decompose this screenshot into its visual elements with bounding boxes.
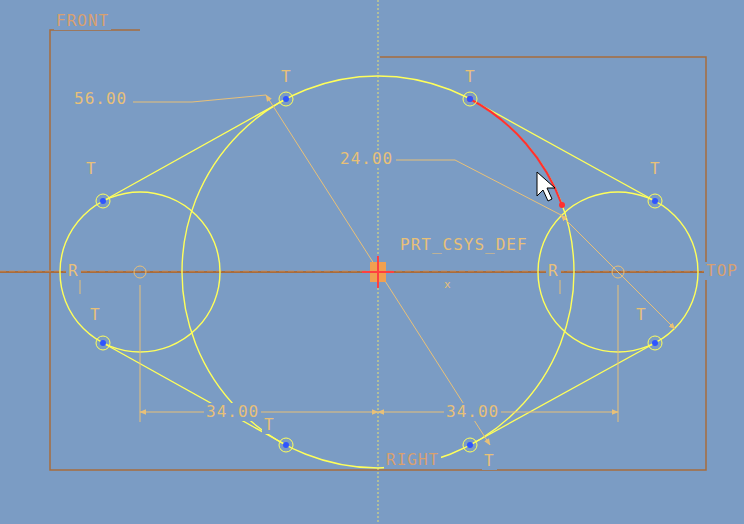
leader-line xyxy=(192,95,266,102)
constraint-tag: R xyxy=(66,262,81,280)
constraint-tag: T xyxy=(463,68,478,86)
dimension-line xyxy=(266,95,490,445)
datum-name: RIGHT xyxy=(384,451,441,469)
constraint-tag: T xyxy=(88,306,103,324)
csys-axis xyxy=(377,256,379,288)
vertex-ring xyxy=(463,438,477,452)
axis-tag: x xyxy=(442,278,454,291)
leader-line xyxy=(455,160,561,215)
tangent-line xyxy=(103,99,286,201)
vertex-dot xyxy=(652,198,658,204)
tangent-line xyxy=(103,343,286,445)
mouse-cursor xyxy=(537,172,555,201)
constraint-tag: T xyxy=(279,68,294,86)
constraint-tag: T xyxy=(482,452,497,470)
constraint-mark xyxy=(80,280,81,294)
csys-symbol xyxy=(362,256,394,288)
right-datum-line xyxy=(378,0,379,524)
vertex-dot xyxy=(467,96,473,102)
leader-line xyxy=(133,102,192,103)
constraint-tag: T xyxy=(634,306,649,324)
dimension-value: 34.00 xyxy=(204,403,261,421)
vertex-ring xyxy=(279,92,293,106)
arc-end xyxy=(559,202,565,208)
dimension-value: 34.00 xyxy=(444,403,501,421)
vertex-ring xyxy=(648,336,662,350)
constraint-tag: T xyxy=(262,416,277,434)
sketch-circle xyxy=(182,76,574,468)
vertex-dot xyxy=(652,340,658,346)
vertex-dot xyxy=(283,442,289,448)
top-datum-line xyxy=(0,271,706,273)
vertex-ring xyxy=(648,194,662,208)
center-mark xyxy=(612,266,624,278)
center-mark xyxy=(134,266,146,278)
constraint-tag: T xyxy=(648,160,663,178)
vertex-dot xyxy=(283,96,289,102)
arc-end xyxy=(467,96,473,102)
datum-name: FRONT xyxy=(54,12,111,30)
vertex-dot xyxy=(100,198,106,204)
dimension-value: 56.00 xyxy=(72,90,129,108)
vertex-ring xyxy=(279,438,293,452)
vertex-dot xyxy=(100,340,106,346)
centerline xyxy=(0,271,706,272)
vertex-ring xyxy=(96,194,110,208)
constraint-tag: R xyxy=(546,262,561,280)
vertex-dot xyxy=(467,442,473,448)
dimension-value: 24.00 xyxy=(338,150,395,168)
constraint-mark xyxy=(560,280,561,294)
datum-name: TOP xyxy=(704,262,740,280)
vertex-ring xyxy=(463,92,477,106)
extension-line xyxy=(618,285,619,422)
highlighted-arc xyxy=(470,99,562,205)
vertex-ring xyxy=(96,336,110,350)
csys-name: PRT_CSYS_DEF xyxy=(398,236,530,254)
constraint-tag: T xyxy=(84,160,99,178)
tangent-line xyxy=(470,343,655,445)
tangent-line xyxy=(470,99,655,201)
extension-line xyxy=(140,285,141,422)
leader-line xyxy=(396,160,455,161)
